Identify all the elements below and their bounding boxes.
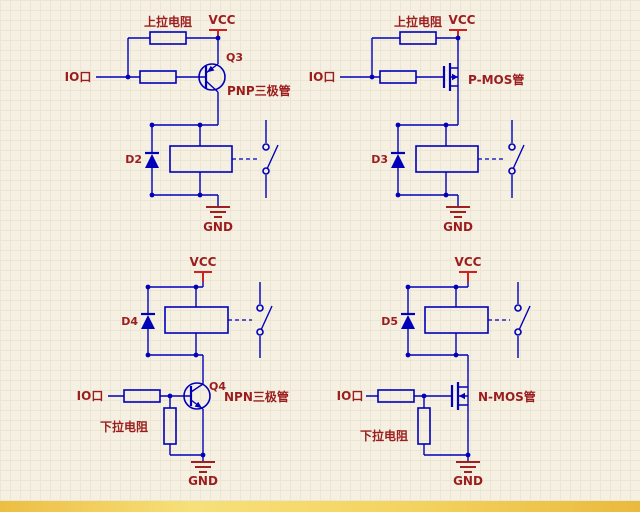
junction-dots xyxy=(125,35,221,198)
diode-d3 xyxy=(391,154,405,168)
pulldown-resistor xyxy=(417,407,431,445)
ground-symbol xyxy=(206,206,230,218)
pulldown-resistor xyxy=(163,407,177,445)
switch-contact xyxy=(256,304,264,312)
wires xyxy=(366,282,469,462)
diode-d2 xyxy=(145,154,159,168)
relay-coil xyxy=(424,306,489,334)
io-port-label: IO口 xyxy=(77,389,104,403)
pullup-resistor-label: 上拉电阻 xyxy=(394,14,442,29)
gate-resistor xyxy=(379,70,417,84)
vcc-symbol xyxy=(459,271,477,282)
diode-d5-label: D5 xyxy=(381,315,398,328)
vcc-label: VCC xyxy=(190,255,217,269)
npn-circuit: VCC D4 Q4 NPN三极管 IO口 下拉电阻 GND xyxy=(77,255,289,488)
base-resistor xyxy=(139,70,177,84)
designator-q4: Q4 xyxy=(209,380,226,393)
wires xyxy=(108,282,204,462)
switch-contact xyxy=(514,304,522,312)
designator-q3: Q3 xyxy=(226,51,243,64)
nmos-circuit: VCC D5 N-MOS管 IO口 下拉电阻 GND xyxy=(337,255,536,488)
pnp-emitter-arrow xyxy=(207,65,215,73)
relay-switch xyxy=(259,282,273,358)
gnd-label: GND xyxy=(203,220,233,234)
pulldown-resistor-label: 下拉电阻 xyxy=(100,419,148,434)
diode-d4 xyxy=(141,315,155,329)
junction-dots xyxy=(405,284,471,458)
gate-resistor xyxy=(377,389,415,403)
gnd-label: GND xyxy=(443,220,473,234)
relay-coil xyxy=(169,145,233,173)
vcc-label: VCC xyxy=(455,255,482,269)
device-label-nmos: N-MOS管 xyxy=(478,389,536,404)
junction-dots xyxy=(145,284,206,458)
vcc-label: VCC xyxy=(449,13,476,27)
relay-switch xyxy=(517,282,531,358)
pullup-resistor xyxy=(149,31,187,45)
switch-contact xyxy=(256,328,264,336)
relay-switch xyxy=(511,120,525,198)
io-port-label: IO口 xyxy=(337,389,364,403)
base-resistor xyxy=(123,389,161,403)
switch-contact xyxy=(508,143,516,151)
transistor-q4-body xyxy=(183,382,211,410)
ground-symbol xyxy=(456,461,480,473)
relay-coil xyxy=(164,306,229,334)
diode-d2-label: D2 xyxy=(125,153,142,166)
switch-contact xyxy=(508,167,516,175)
vcc-label: VCC xyxy=(209,13,236,27)
switch-contact xyxy=(262,167,270,175)
pnp-circuit: VCC 上拉电阻 IO口 Q3 PNP三极管 D2 GND xyxy=(65,13,291,234)
relay-coil xyxy=(415,145,479,173)
bottom-yellow-strip xyxy=(0,501,640,512)
diode-d4-label: D4 xyxy=(121,315,138,328)
device-label-npn: NPN三极管 xyxy=(224,389,289,404)
diode-d5 xyxy=(401,315,415,329)
io-port-label: IO口 xyxy=(65,70,92,84)
wires xyxy=(96,37,219,207)
npn-emitter-arrow xyxy=(194,401,202,409)
io-port-label: IO口 xyxy=(309,70,336,84)
pullup-resistor-label: 上拉电阻 xyxy=(144,14,192,29)
junction-dots xyxy=(369,35,461,198)
vcc-symbol xyxy=(194,271,212,282)
wires xyxy=(340,37,459,207)
pullup-resistor xyxy=(399,31,437,45)
diode-d3-label: D3 xyxy=(371,153,388,166)
relay-switch xyxy=(265,120,279,198)
gnd-label: GND xyxy=(188,474,218,488)
pmos-arrow xyxy=(452,73,458,81)
ground-symbol xyxy=(446,206,470,218)
pmos-circuit: VCC 上拉电阻 IO口 P-MOS管 D3 GND xyxy=(309,13,525,234)
device-label-pnp: PNP三极管 xyxy=(227,83,291,98)
nmos-arrow xyxy=(459,392,465,400)
device-label-pmos: P-MOS管 xyxy=(468,72,524,87)
transistor-q3-body xyxy=(198,63,226,91)
switch-contact xyxy=(514,328,522,336)
pulldown-resistor-label: 下拉电阻 xyxy=(360,428,408,443)
ground-symbol xyxy=(191,461,215,473)
switch-contact xyxy=(262,143,270,151)
gnd-label: GND xyxy=(453,474,483,488)
